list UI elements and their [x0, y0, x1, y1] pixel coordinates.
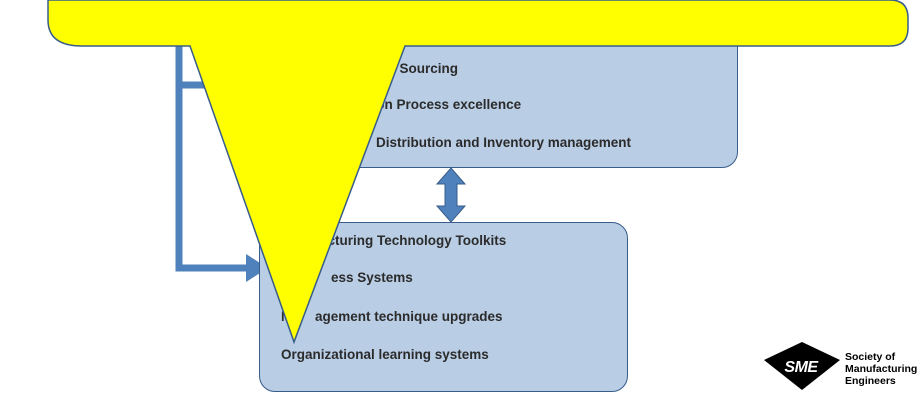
- bottom-item-4: Organizational learning systems: [281, 347, 489, 362]
- logo-line-3: Engineers: [845, 375, 896, 387]
- sme-logo-mark: [764, 342, 840, 390]
- bottom-item-3: agement technique upgrades: [315, 309, 503, 324]
- sme-logo-mark-text: SME: [784, 359, 818, 376]
- left-feedback-line: [175, 45, 258, 272]
- logo-line-2: Manufacturing: [845, 363, 918, 375]
- feedback-arrowhead: [246, 254, 268, 282]
- bottom-item-1: acturing Technology Toolkits: [320, 233, 507, 248]
- top-item-2: tion Process excellence: [368, 97, 522, 112]
- top-item-3: Distribution and Inventory management: [376, 135, 632, 150]
- logo-line-1: Society of: [845, 351, 896, 363]
- bottom-item-2: ess Systems: [331, 270, 413, 285]
- sme-logo: [764, 342, 840, 390]
